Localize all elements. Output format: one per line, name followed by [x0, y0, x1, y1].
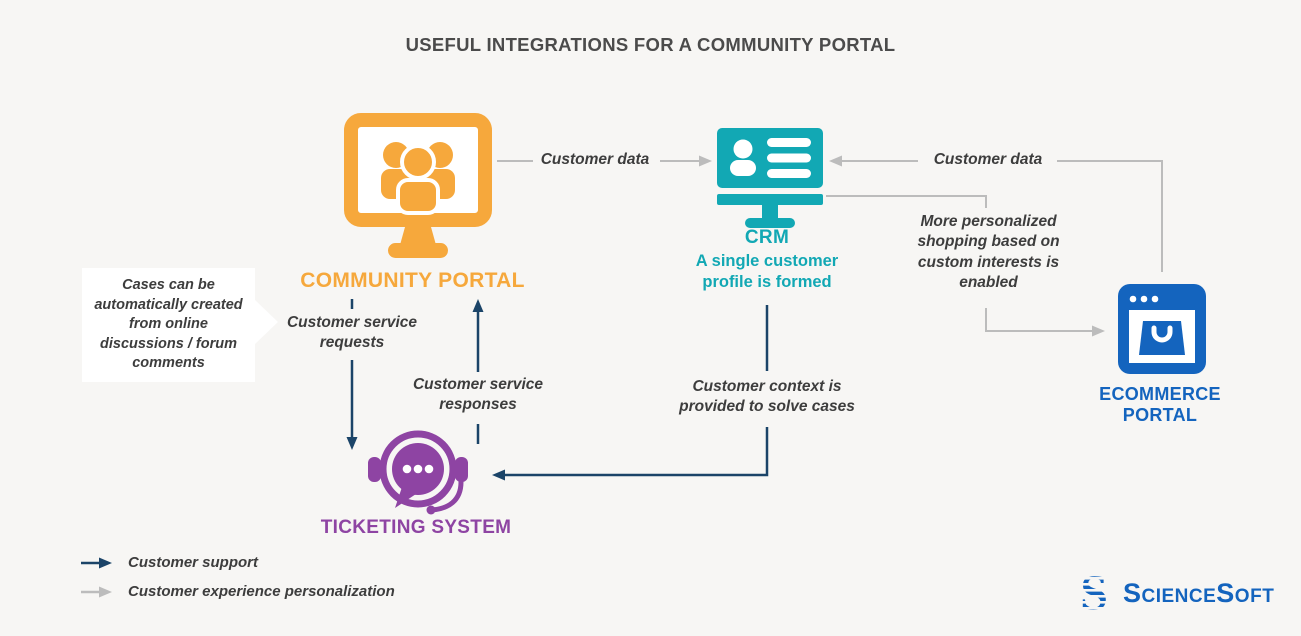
edge-label-crm-to-ticketing: Customer context is provided to solve ca… [679, 378, 855, 416]
sciencesoft-logo-mark: S [1073, 570, 1115, 616]
crm-monitor-icon [717, 128, 823, 228]
ecommerce-portal-label: ECOMMERCE PORTAL [1099, 384, 1221, 425]
edge-label-crm-to-ecommerce: More personalized shopping based on cust… [917, 213, 1060, 292]
crm-label: CRM [744, 227, 790, 248]
legend-label-customer-support: Customer support [128, 554, 259, 571]
headset-chat-icon [368, 430, 468, 515]
edge-crm-to-ecommerce-line-top [826, 195, 987, 208]
crm-subtitle: A single customer profile is formed [695, 252, 839, 291]
community-portal-label: COMMUNITY PORTAL [300, 269, 525, 292]
edge-ecommerce-to-crm-line [1057, 160, 1163, 272]
sciencesoft-logo: S ScienceSoft [1073, 570, 1274, 616]
community-monitor-icon [344, 113, 492, 258]
edge-label-ticketing-to-community: Customer service responses [412, 376, 544, 414]
legend-item-customer-support: Customer support [80, 554, 395, 571]
legend: Customer support Customer experience per… [80, 554, 395, 600]
navy-arrow-icon [81, 557, 112, 568]
edge-label-ecommerce-to-crm: Customer data [933, 151, 1043, 168]
edge-crm-to-ecommerce-arrow [985, 308, 1105, 337]
sciencesoft-logo-text: ScienceSoft [1123, 577, 1275, 608]
callout-text: Cases can be automatically created from … [94, 277, 243, 372]
legend-label-experience-personalization: Customer experience personalization [128, 583, 395, 600]
edge-label-community-to-ticketing: Customer service requests [286, 314, 418, 352]
page-title: USEFUL INTEGRATIONS FOR A COMMUNITY PORT… [405, 34, 896, 55]
ticketing-system-label: TICKETING SYSTEM [320, 517, 512, 538]
legend-item-experience-personalization: Customer experience personalization [80, 583, 395, 600]
callout-box: Cases can be automatically created from … [82, 268, 255, 382]
edge-crm-to-ticketing-arrow [492, 427, 769, 481]
callout-pointer [254, 299, 278, 345]
edge-label-community-to-crm: Customer data [540, 151, 650, 168]
shopping-bag-browser-icon [1118, 284, 1206, 374]
gray-arrow-icon [81, 586, 112, 597]
